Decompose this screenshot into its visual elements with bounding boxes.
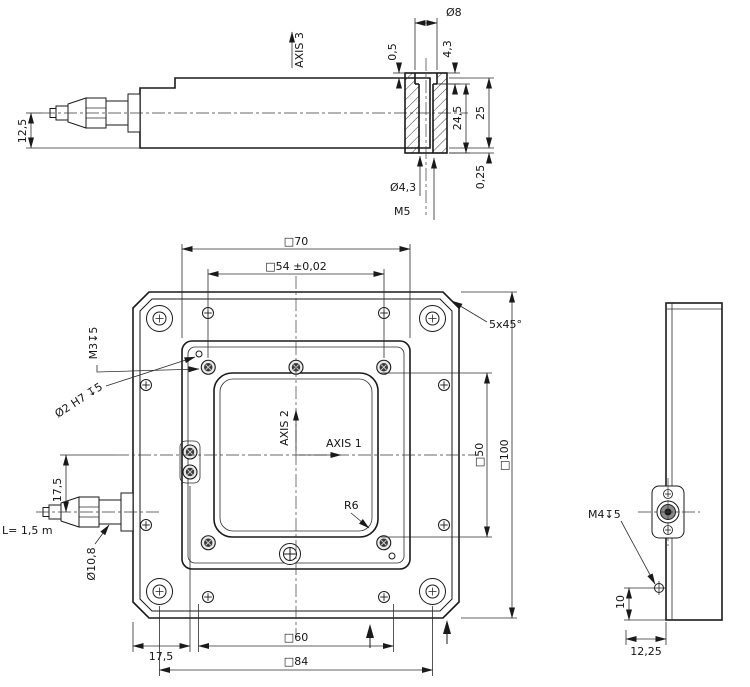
load-arrow-left (366, 624, 374, 648)
dim-sq100-label: □100 (498, 439, 511, 470)
dia-10-8-label: Ø10,8 (85, 547, 98, 580)
dim-12-5-label: 12,5 (16, 119, 29, 144)
dim-10-label: 10 (614, 595, 627, 609)
dia-8-label: Ø8 (446, 6, 462, 19)
dim-sq84-label: □84 (284, 655, 308, 668)
corner-mounting-holes (146, 305, 446, 605)
connector-bracket (179, 440, 201, 484)
base-plate-outline (132, 291, 460, 619)
thread-m3-label: M3↧5 (87, 327, 100, 360)
dim-25-label: 25 (474, 106, 487, 120)
load-arrow-right (443, 620, 451, 644)
dim-4-3-label: 4,3 (441, 40, 454, 58)
radius-r6-label: R6 (344, 499, 359, 512)
dim-0-25-label: 0,25 (474, 165, 487, 190)
dim-17-5-left-label: 17,5 (51, 478, 64, 503)
thread-m4-label: M4↧5 (588, 508, 621, 521)
pin-hole-bottom-right (388, 552, 396, 560)
dim-sq54-label: □54 ±0,02 (265, 260, 327, 273)
front-view: AXIS 2 AXIS 1 □70 □54 ±0,02 M3↧5 Ø2 H (2, 235, 522, 676)
thread-m5-label: M5 (394, 205, 411, 218)
dim-0-5-label: 0,5 (386, 43, 399, 61)
pin-dia2-label: Ø2 H7 ↧5 (53, 380, 105, 420)
top-view: AXIS 3 12,5 Ø8 0,5 (16, 6, 494, 220)
dim-24-5-label: 24,5 (451, 106, 464, 131)
center-bottom-screw (279, 543, 301, 565)
cable-length-label: L= 1,5 m (2, 524, 53, 537)
dim-12-25-label: 12,25 (630, 645, 662, 658)
base-plate-inner-line (139, 298, 453, 612)
pin-hole-top-left (195, 350, 203, 358)
cable-connector-front (36, 492, 162, 532)
axis3-label: AXIS 3 (293, 32, 306, 68)
side-view-body (665, 302, 723, 621)
dim-sq70-label: □70 (284, 235, 308, 248)
chamfer-label: 5x45° (489, 318, 522, 331)
cable-connector-top (49, 93, 141, 133)
dim-17-5-bottom-label: 17,5 (149, 650, 174, 663)
axis1-label: AXIS 1 (326, 437, 362, 450)
dim-sq50-label: □50 (473, 443, 486, 467)
m4-hole (652, 581, 666, 595)
mounting-hole-section (404, 58, 448, 215)
side-connector (638, 478, 700, 546)
dim-sq60-label: □60 (284, 631, 308, 644)
side-view: M4↧5 10 12,25 (588, 302, 723, 658)
dia-4-3-label: Ø4,3 (390, 181, 416, 194)
axis2-label: AXIS 2 (278, 410, 291, 446)
